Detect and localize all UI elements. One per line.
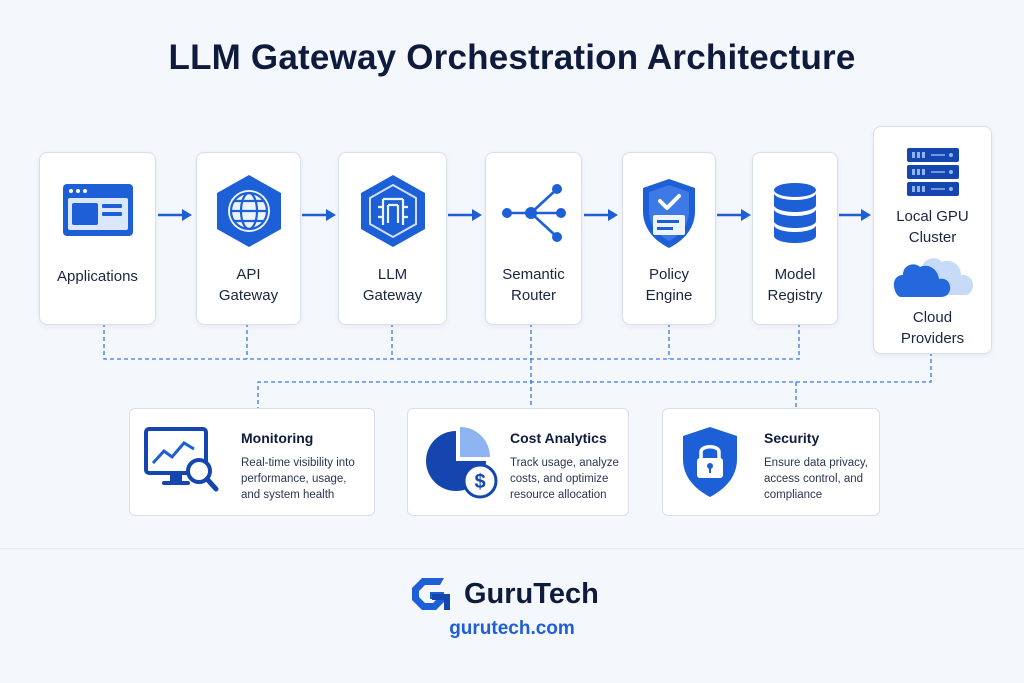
shield-lock-icon [679, 425, 741, 504]
gateway-hexagon-icon [358, 173, 428, 254]
feature-card-cost-analytics[interactable]: $ Cost Analytics Track usage, analyze co… [407, 408, 629, 516]
flow-arrow [839, 209, 871, 221]
flow-arrow [584, 209, 618, 221]
feature-title: Cost Analytics [510, 430, 607, 446]
globe-hexagon-icon [214, 173, 284, 254]
node-applications[interactable]: Applications [39, 152, 156, 325]
flow-arrow [302, 209, 336, 221]
node-api-gateway[interactable]: API Gateway [196, 152, 301, 325]
gurutech-logo-icon [406, 570, 454, 621]
monitor-magnifier-icon [144, 427, 220, 500]
cloud-icon [891, 251, 975, 306]
database-icon [770, 181, 820, 250]
node-label: Semantic Router [502, 266, 565, 304]
feature-card-monitoring[interactable]: Monitoring Real-time visibility into per… [129, 408, 375, 516]
feature-description: Track usage, analyze costs, and optimize… [510, 457, 619, 501]
node-policy-engine[interactable]: Policy Engine [622, 152, 716, 325]
page-title: LLM Gateway Orchestration Architecture [168, 38, 856, 77]
feature-title: Security [764, 430, 820, 446]
target-label-cloud: Cloud Providers [900, 309, 965, 347]
feature-description: Ensure data privacy, access control, and… [764, 457, 868, 501]
feature-description: Real-time visibility into performance, u… [241, 457, 355, 501]
node-label: LLM Gateway [362, 266, 423, 304]
node-model-registry[interactable]: Model Registry [752, 152, 838, 325]
pie-dollar-icon: $ [422, 425, 502, 504]
feature-card-security[interactable]: Security Ensure data privacy, access con… [662, 408, 880, 516]
target-label-local-gpu: Local GPU Cluster [896, 208, 969, 246]
flow-arrow [158, 209, 192, 221]
brand-url[interactable]: gurutech.com [449, 618, 575, 639]
brand-name: GuruTech [464, 578, 599, 610]
flow-arrow [448, 209, 482, 221]
flow-arrow [717, 209, 751, 221]
footer-divider [0, 548, 1024, 549]
shield-check-icon [639, 177, 699, 256]
router-branch-icon [499, 181, 569, 250]
node-label: Policy Engine [645, 266, 693, 304]
node-label: Model Registry [767, 266, 823, 304]
node-label: API Gateway [218, 266, 279, 304]
browser-window-icon [61, 182, 135, 243]
svg-text:$: $ [474, 471, 485, 493]
node-compute-targets[interactable]: Local GPU Cluster Cloud Providers [873, 126, 992, 354]
node-semantic-router[interactable]: Semantic Router [485, 152, 582, 325]
node-llm-gateway[interactable]: LLM Gateway [338, 152, 447, 325]
node-label: Applications [57, 268, 138, 285]
server-rack-icon [905, 147, 961, 202]
feature-title: Monitoring [241, 430, 314, 446]
